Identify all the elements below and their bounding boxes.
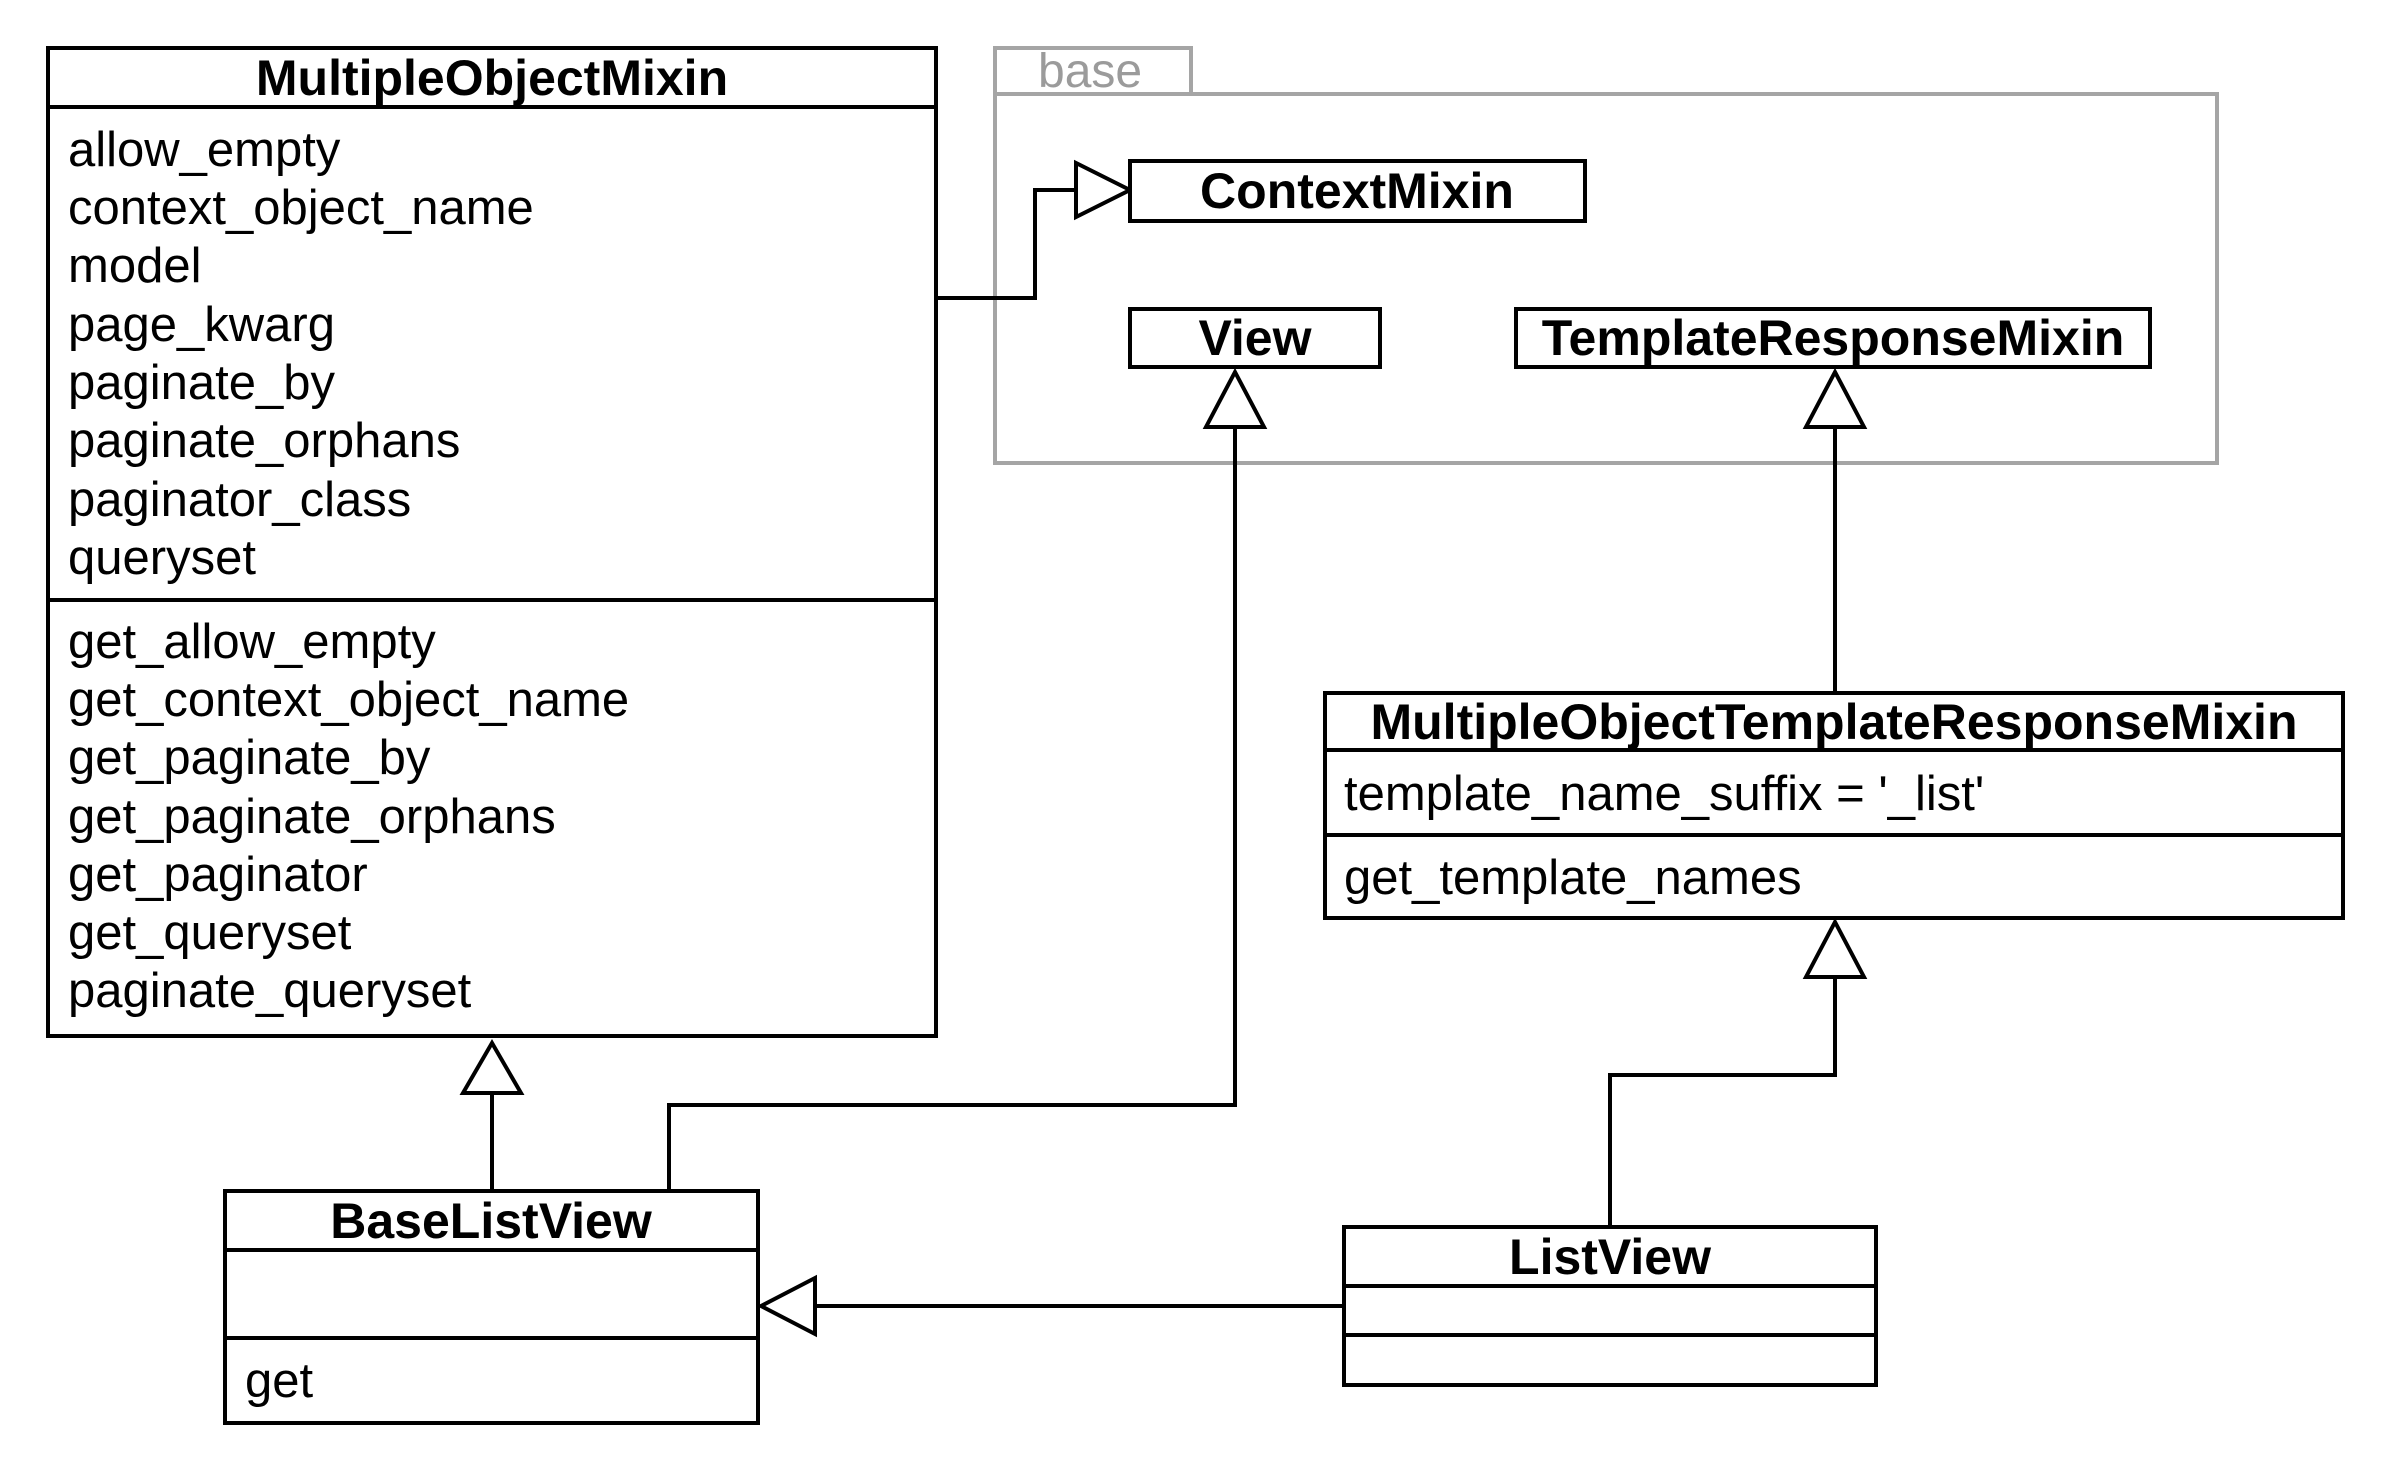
class-name: ListView (1509, 1229, 1711, 1285)
edge-baselistview-to-view (667, 427, 1237, 1191)
class-box (223, 1189, 760, 1425)
class-box (1128, 307, 1382, 369)
generalization-arrowhead (1074, 159, 1135, 221)
class-box (1342, 1225, 1878, 1387)
class-box (1323, 691, 2345, 920)
class-name: ContextMixin (1200, 163, 1514, 219)
class-box (1128, 159, 1587, 223)
class-view: View (1128, 307, 1382, 369)
class-method: get_paginate_orphans (68, 790, 556, 844)
class-baselistview: BaseListView get (223, 1189, 760, 1425)
class-attribute: allow_empty (68, 123, 341, 177)
class-attribute: paginator_class (68, 473, 411, 527)
class-box (1514, 307, 2152, 369)
class-attribute: context_object_name (68, 181, 534, 235)
class-method: paginate_queryset (68, 964, 472, 1018)
class-method: get (245, 1354, 314, 1408)
class-method: get_paginator (68, 848, 368, 902)
class-box (46, 46, 938, 1038)
generalization-arrowhead (756, 1274, 817, 1338)
class-contextmixin: ContextMixin (1128, 159, 1587, 223)
class-name: MultipleObjectMixin (256, 50, 728, 106)
package-base-body (993, 92, 2219, 465)
class-multipleobjectmixin: MultipleObjectMixin allow_empty context_… (46, 46, 938, 1038)
relations (459, 159, 1868, 1338)
class-name: TemplateResponseMixin (1542, 310, 2125, 366)
class-method: get_template_names (1344, 851, 1802, 905)
class-method: get_queryset (68, 906, 352, 960)
edge-listview-to-motrm (1608, 977, 1837, 1227)
class-name: View (1198, 310, 1311, 366)
class-templateresponsemixin: TemplateResponseMixin (1514, 307, 2152, 369)
class-method: get_context_object_name (68, 673, 629, 727)
class-attribute: template_name_suffix = '_list' (1344, 767, 1984, 821)
generalization-arrowhead (1802, 367, 1868, 429)
class-attribute: page_kwarg (68, 298, 335, 352)
generalization-arrowhead (1802, 917, 1868, 979)
class-attribute: model (68, 239, 201, 293)
edge-multipleobjectmixin-to-contextmixin (936, 188, 1076, 300)
generalization-arrowhead (459, 1039, 525, 1095)
class-name: MultipleObjectTemplateResponseMixin (1370, 694, 2297, 750)
class-multipleobjecttemplateresponsemixin: MultipleObjectTemplateResponseMixin temp… (1323, 691, 2345, 920)
class-method: get_paginate_by (68, 731, 431, 785)
class-attribute: queryset (68, 531, 256, 585)
class-attribute: paginate_orphans (68, 414, 460, 468)
class-name: BaseListView (330, 1193, 652, 1249)
package-base: base (993, 45, 2219, 465)
class-attribute: paginate_by (68, 356, 336, 410)
generalization-arrowhead (1202, 367, 1268, 429)
class-method: get_allow_empty (68, 615, 436, 669)
class-listview: ListView (1342, 1225, 1878, 1387)
package-base-label: base (1038, 45, 1142, 98)
